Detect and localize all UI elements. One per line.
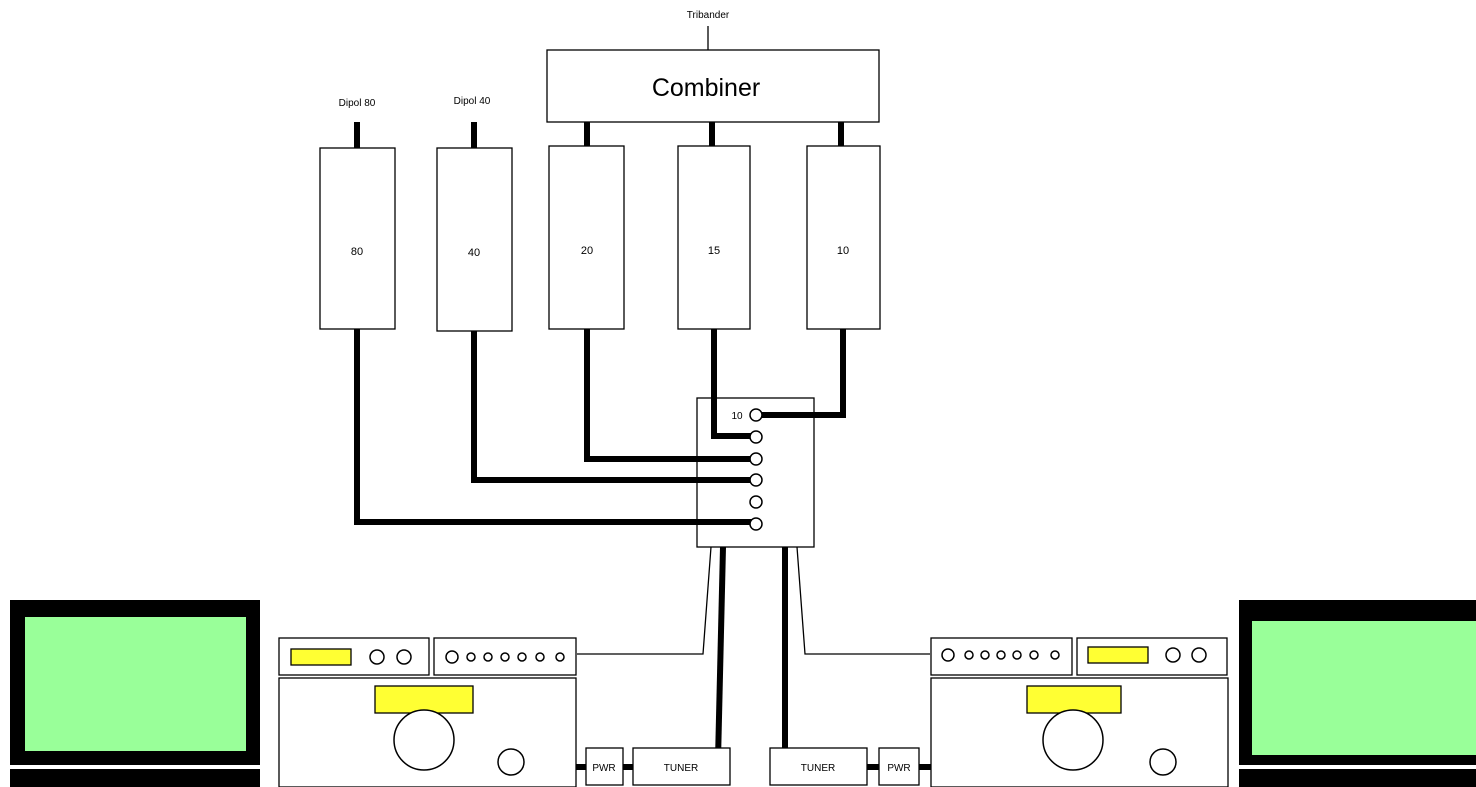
filter-40-label: 40 — [468, 247, 480, 259]
switch-port-6 — [749, 517, 763, 531]
filter-15-label: 15 — [708, 245, 720, 257]
right-vfo-knob — [1042, 709, 1104, 771]
right-monitor-base — [1239, 769, 1476, 787]
right-monitor-screen — [1252, 621, 1476, 755]
coax-20 — [584, 329, 757, 462]
left-monitor-base — [10, 769, 260, 787]
right-control-button-7 — [1050, 650, 1060, 660]
coax-to-left-tuner — [715, 546, 726, 761]
right-control-button-2 — [964, 650, 974, 660]
dipol40-label: Dipol 40 — [454, 96, 491, 107]
filter-40 — [436, 147, 513, 332]
dipol80-label: Dipol 80 — [339, 98, 376, 109]
right-control-button-5 — [1012, 650, 1022, 660]
left-keyer-knob-1 — [369, 649, 385, 665]
left-control-button-5 — [517, 652, 527, 662]
filter-15 — [677, 145, 751, 330]
right-transceiver-display — [1026, 685, 1122, 714]
left-control-button-7 — [555, 652, 565, 662]
left-pwr-label: PWR — [592, 763, 615, 774]
filter-10 — [806, 145, 881, 330]
right-tuner-label: TUNER — [801, 763, 835, 774]
left-monitor-screen — [25, 617, 246, 751]
left-small-knob — [497, 748, 525, 776]
tribander-label: Tribander — [687, 10, 730, 21]
right-control-button-4 — [996, 650, 1006, 660]
right-small-knob — [1149, 748, 1177, 776]
left-control-button-1 — [445, 650, 459, 664]
coax-40 — [471, 331, 757, 483]
right-control-button-3 — [980, 650, 990, 660]
switch-port-4 — [749, 473, 763, 487]
right-control-button-6 — [1029, 650, 1039, 660]
filter-80 — [319, 147, 396, 330]
left-tuner-box — [632, 747, 731, 786]
right-keyer-display — [1087, 646, 1149, 664]
switch-port-2 — [749, 430, 763, 444]
filter-20-label: 20 — [581, 245, 593, 257]
right-keyer-knob-2 — [1191, 647, 1207, 663]
right-pwr-box — [878, 747, 920, 786]
coax-10 — [757, 329, 846, 418]
left-control-button-3 — [483, 652, 493, 662]
left-keyer-knob-2 — [396, 649, 412, 665]
right-pwr-label: PWR — [887, 763, 910, 774]
filter-20 — [548, 145, 625, 330]
left-transceiver-display — [374, 685, 474, 714]
right-control-button-1 — [941, 648, 955, 662]
switch-port-label-10: 10 — [731, 411, 743, 422]
coax-15 — [711, 329, 757, 439]
switch-port-5 — [749, 495, 763, 509]
filter-10-label: 10 — [837, 245, 849, 257]
left-tuner-label: TUNER — [664, 763, 698, 774]
left-control-button-4 — [500, 652, 510, 662]
filter-80-label: 80 — [351, 246, 363, 258]
control-line-left — [577, 546, 712, 655]
left-control-button-6 — [535, 652, 545, 662]
right-keyer-knob-1 — [1165, 647, 1181, 663]
control-line-right — [796, 546, 930, 655]
combiner-label: Combiner — [652, 74, 760, 102]
switch-port-1 — [749, 408, 763, 422]
left-control-button-2 — [466, 652, 476, 662]
switch-port-3 — [749, 452, 763, 466]
coax-80 — [354, 329, 757, 525]
left-keyer-display — [290, 648, 352, 666]
left-vfo-knob — [393, 709, 455, 771]
